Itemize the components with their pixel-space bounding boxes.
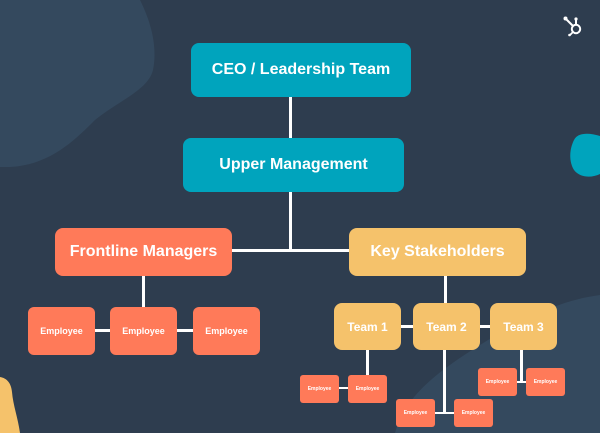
- connector-team3-employees: [520, 349, 523, 382]
- team1-employee-node: Employee: [300, 375, 339, 403]
- frontline-managers-node: Frontline Managers: [55, 228, 232, 276]
- team-node: Team 2: [413, 303, 480, 350]
- team-node: Team 1: [334, 303, 401, 350]
- connector-employee-2-3: [176, 329, 193, 332]
- ceo-label: CEO / Leadership Team: [211, 61, 391, 78]
- team-label: Team 2: [426, 319, 467, 334]
- connector-team-1-2: [400, 325, 414, 328]
- connector-stakeholders-teams: [444, 275, 447, 305]
- hubspot-sprocket-icon: [563, 16, 582, 37]
- team-label: Team 3: [503, 319, 544, 334]
- team2-employee-node: Employee: [454, 399, 493, 427]
- employee-label: Employee: [122, 326, 165, 336]
- left-gold-blob: [0, 377, 20, 433]
- connector-upper-down: [289, 190, 292, 251]
- ceo-leadership-node: CEO / Leadership Team: [191, 43, 411, 97]
- top-left-blob: [0, 0, 155, 167]
- employee-label: Employee: [40, 326, 83, 336]
- upper-management-label: Upper Management: [219, 156, 368, 173]
- connector-horizontal-managers: [232, 249, 350, 252]
- team-label: Team 1: [347, 319, 388, 334]
- connector-team1-emp-link: [338, 387, 349, 389]
- employee-label: Employee: [403, 410, 428, 416]
- team1-employee-node: Employee: [348, 375, 387, 403]
- employee-label: Employee: [205, 326, 248, 336]
- connector-team-2-3: [479, 325, 491, 328]
- connector-team2-employees: [443, 349, 446, 413]
- team3-employee-node: Employee: [478, 368, 517, 396]
- connector-team1-employees: [366, 349, 369, 376]
- team2-employee-node: Employee: [396, 399, 435, 427]
- employee-label: Employee: [355, 386, 380, 392]
- frontline-employee-node: Employee: [193, 307, 260, 355]
- employee-label: Employee: [461, 410, 486, 416]
- key-stakeholders-node: Key Stakeholders: [349, 228, 526, 276]
- employee-label: Employee: [533, 379, 558, 385]
- frontline-managers-label: Frontline Managers: [69, 243, 218, 260]
- key-stakeholders-label: Key Stakeholders: [370, 243, 505, 260]
- connector-team3-emp-link: [517, 381, 527, 383]
- right-teal-blob: [570, 133, 600, 177]
- employee-label: Employee: [485, 379, 510, 385]
- connector-ceo-upper: [289, 96, 292, 140]
- upper-management-node: Upper Management: [183, 138, 404, 192]
- team3-employee-node: Employee: [526, 368, 565, 396]
- connector-team2-emp-link: [435, 412, 455, 414]
- frontline-employee-node: Employee: [28, 307, 95, 355]
- employee-label: Employee: [307, 386, 332, 392]
- connector-frontline-employees: [142, 275, 145, 308]
- team-node: Team 3: [490, 303, 557, 350]
- connector-employee-1-2: [94, 329, 110, 332]
- frontline-employee-node: Employee: [110, 307, 177, 355]
